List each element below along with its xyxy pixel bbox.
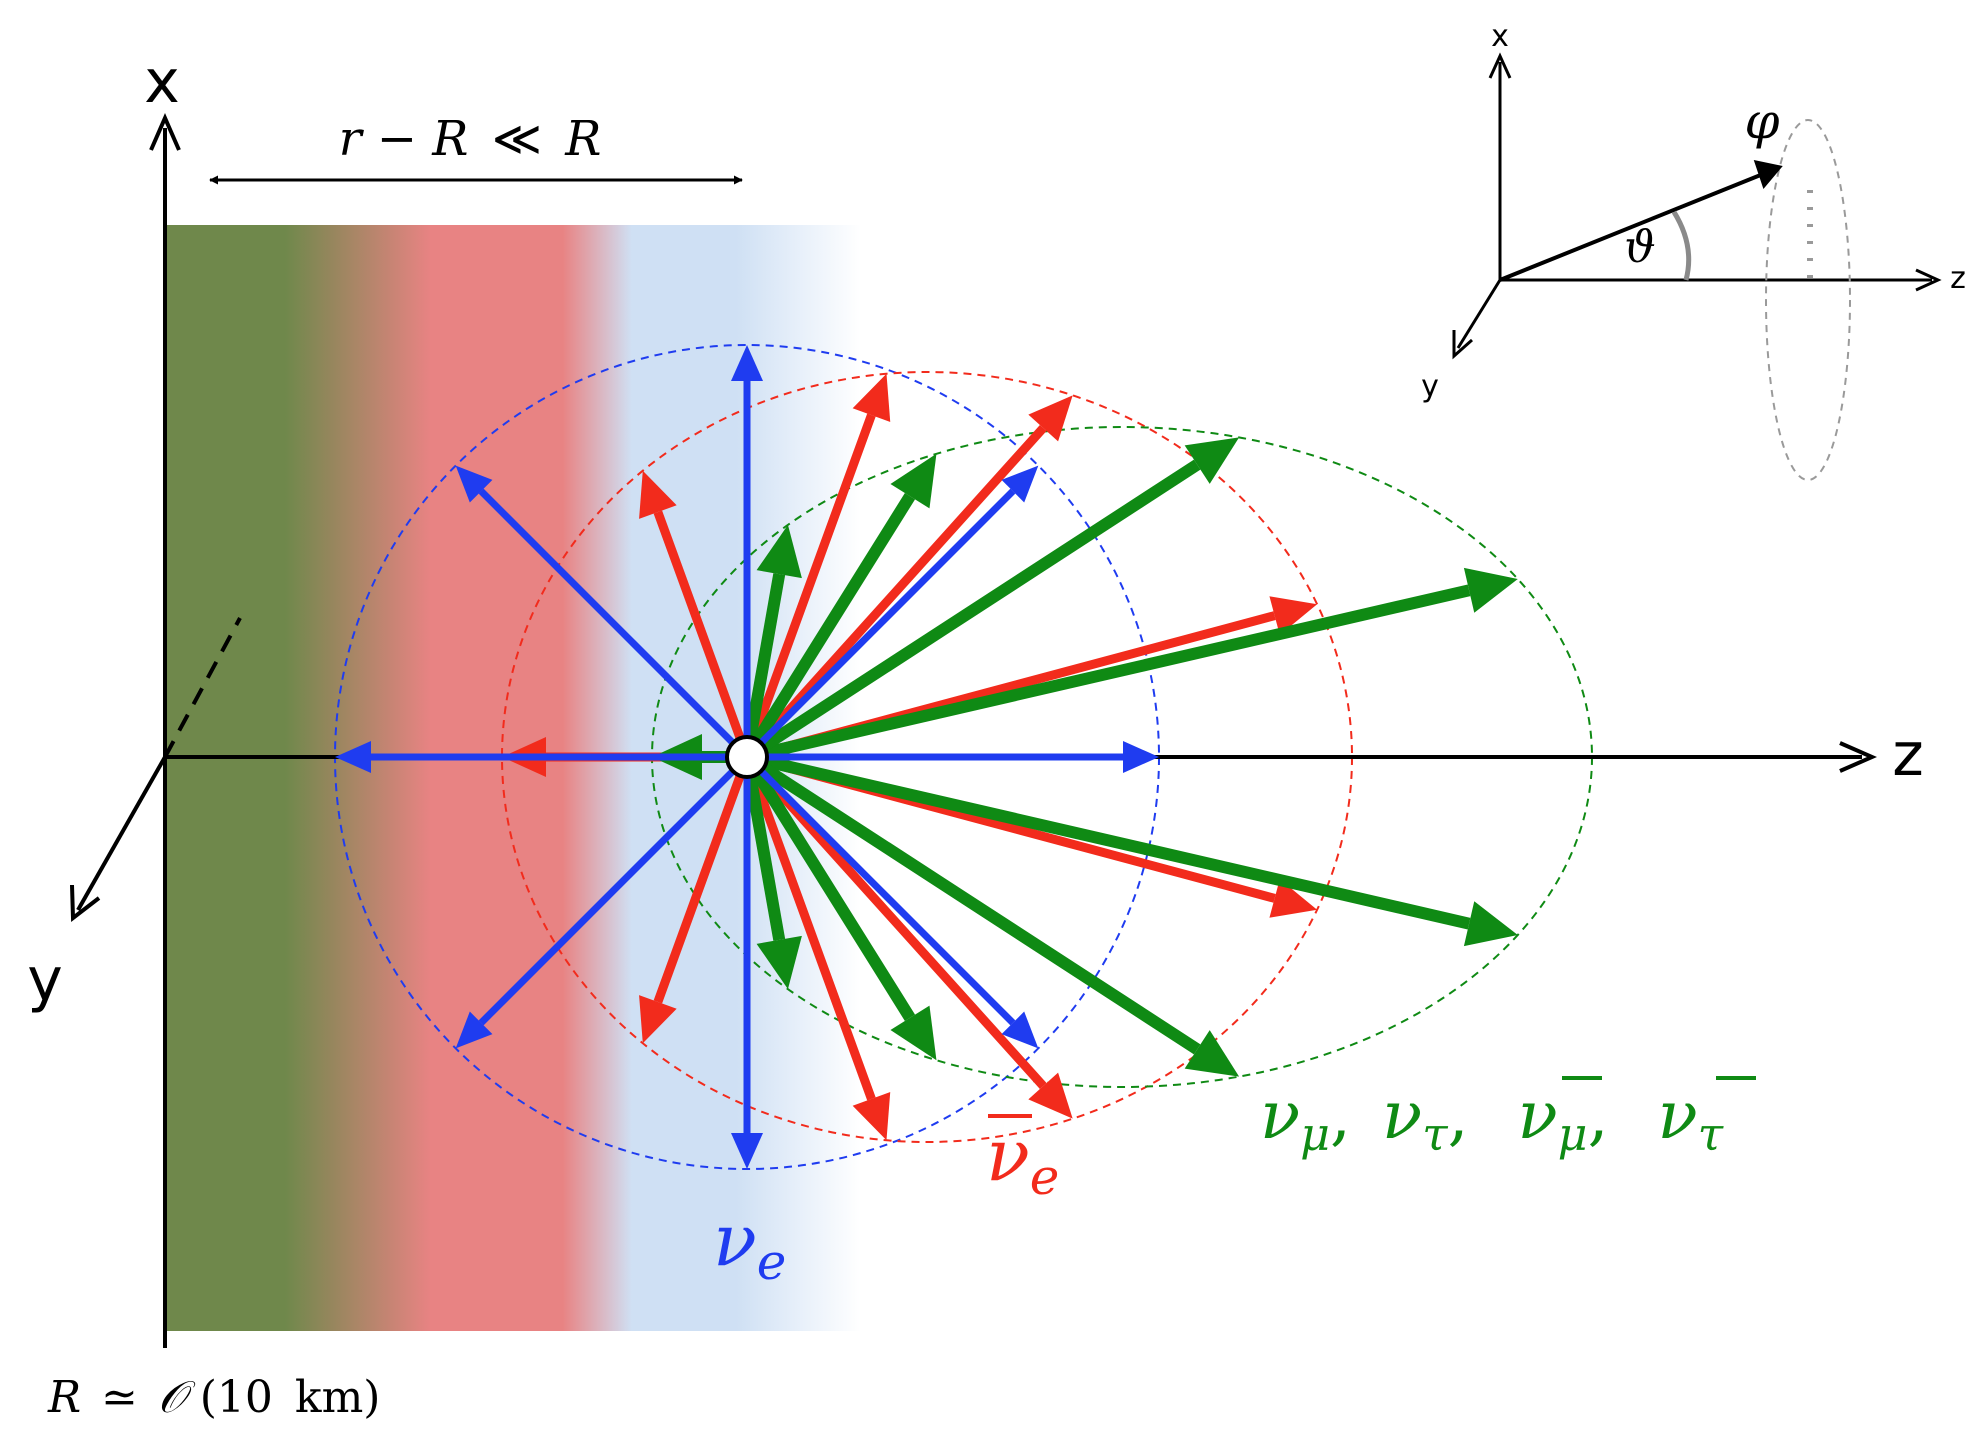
nu-x-arrow-shaft-0: [745, 584, 1471, 763]
nu-x-arrow-shaft-2: [741, 493, 916, 761]
nubar-e-label: νe: [986, 1113, 1059, 1206]
y-axis-line: [76, 756, 167, 911]
emission-arrows: [335, 345, 1518, 1169]
nubar-e-arrow-head-0: [1269, 596, 1318, 635]
nu-x-arrow-head-2: [890, 453, 937, 509]
nu-e-arrow-shaft-3: [478, 488, 750, 760]
x-axis-label: x: [144, 47, 180, 117]
nu-x-arrow-head-8: [756, 935, 802, 990]
nu-e-arrow-head-0: [1123, 741, 1159, 773]
inset-y-label: y: [1421, 369, 1439, 404]
nu-e-arrow-shaft-1: [744, 488, 1016, 760]
nu-x-arrow-shaft-3: [741, 573, 786, 759]
thickness-label: r − R ≪ R: [339, 111, 602, 167]
y-axis-hidden-dashed: [163, 617, 242, 758]
nubar-e-arrow-head-5: [1269, 879, 1318, 918]
inset-z-label: z: [1950, 261, 1966, 296]
svg-text:νe: νe: [986, 1113, 1059, 1206]
z-axis-arrowhead: [1839, 741, 1877, 773]
inset-coordinate-system: x z y ϑ φ: [1421, 19, 1966, 481]
nu-x-arrow-shaft-6: [743, 751, 1201, 1055]
nu-x-arrow-head-6: [1184, 1030, 1240, 1077]
nubar-e-arrow-head-6: [1028, 1072, 1073, 1119]
inset-direction-vector: [1499, 170, 1769, 282]
y-axis-arrowhead: [70, 884, 101, 922]
nubar-e-arrow-head-8: [639, 995, 677, 1044]
nubar-e-arrow-shaft-2: [742, 413, 876, 759]
nu-e-arrow-head-5: [1001, 1011, 1039, 1049]
inset-y-axis: [1456, 279, 1502, 349]
nu-x-arrow-head-1: [1184, 437, 1240, 484]
svg-text:νμ, ντ, νμ,: νμ, ντ, νμ, ντ: [1260, 1077, 1725, 1161]
inset-y-arrowhead: [1452, 330, 1473, 360]
emission-point: [725, 735, 769, 779]
inset-theta-arc: [1671, 210, 1692, 281]
nu-e-arrow-shaft-5: [744, 754, 1016, 1026]
nu-x-arrow-head-5: [1463, 901, 1518, 947]
nu-x-arrow-head-3: [756, 524, 802, 579]
nu-x-arrow-shaft-1: [743, 459, 1201, 763]
inset-z-arrowhead: [1915, 268, 1942, 292]
nu-e-arrow-head-6: [731, 1133, 763, 1169]
heavy-lepton-neutrinos-label: νμ, ντ, νμ, ντ: [1260, 1076, 1756, 1161]
nu-e-arrow-shaft-7: [478, 754, 750, 1026]
inset-phi-label: φ: [1744, 92, 1779, 150]
nubar-e-arrow-head-1: [1028, 395, 1073, 442]
x-axis-arrowhead: [149, 113, 181, 151]
nu-x-arrow-head-7: [890, 1005, 937, 1061]
nubar-e-arrow-shaft-8: [653, 755, 752, 1004]
nubar-e-arrow-shaft-7: [742, 755, 876, 1101]
nubar-e-arrow-shaft-1: [743, 425, 1047, 761]
z-axis-label: z: [1892, 720, 1924, 790]
inset-theta-label: ϑ: [1624, 222, 1655, 273]
nu-x-arrow-shaft-5: [745, 751, 1471, 930]
inset-x-arrowhead: [1488, 52, 1512, 79]
nu-e-arrow-head-2: [731, 345, 763, 381]
nu-x-arrow-shaft-8: [741, 755, 786, 941]
nubar-e-arrow-head-2: [852, 373, 891, 422]
nu-x-arrow-head-0: [1463, 567, 1518, 613]
inset-x-label: x: [1491, 19, 1509, 54]
y-axis-label: y: [27, 945, 63, 1015]
nu-e-arrow-head-4: [335, 741, 371, 773]
nubar-e-arrow-shaft-6: [743, 753, 1047, 1089]
nubar-e-arrow-shaft-3: [653, 510, 752, 759]
nu-e-arrow-head-3: [455, 465, 493, 503]
nubar-e-arrow-head-7: [852, 1092, 891, 1141]
nu-e-arrow-head-1: [1001, 465, 1039, 503]
inset-direction-arrowhead: [1753, 159, 1783, 190]
nubar-e-arrow-head-3: [639, 470, 677, 519]
radius-label: R ≃ 𝒪 (10 km): [47, 1372, 380, 1423]
nu-x-arrow-shaft-7: [741, 753, 916, 1021]
inset-phi-circle: [1765, 119, 1851, 481]
nu-e-label: νe: [713, 1198, 786, 1291]
nu-e-arrow-head-7: [455, 1011, 493, 1049]
